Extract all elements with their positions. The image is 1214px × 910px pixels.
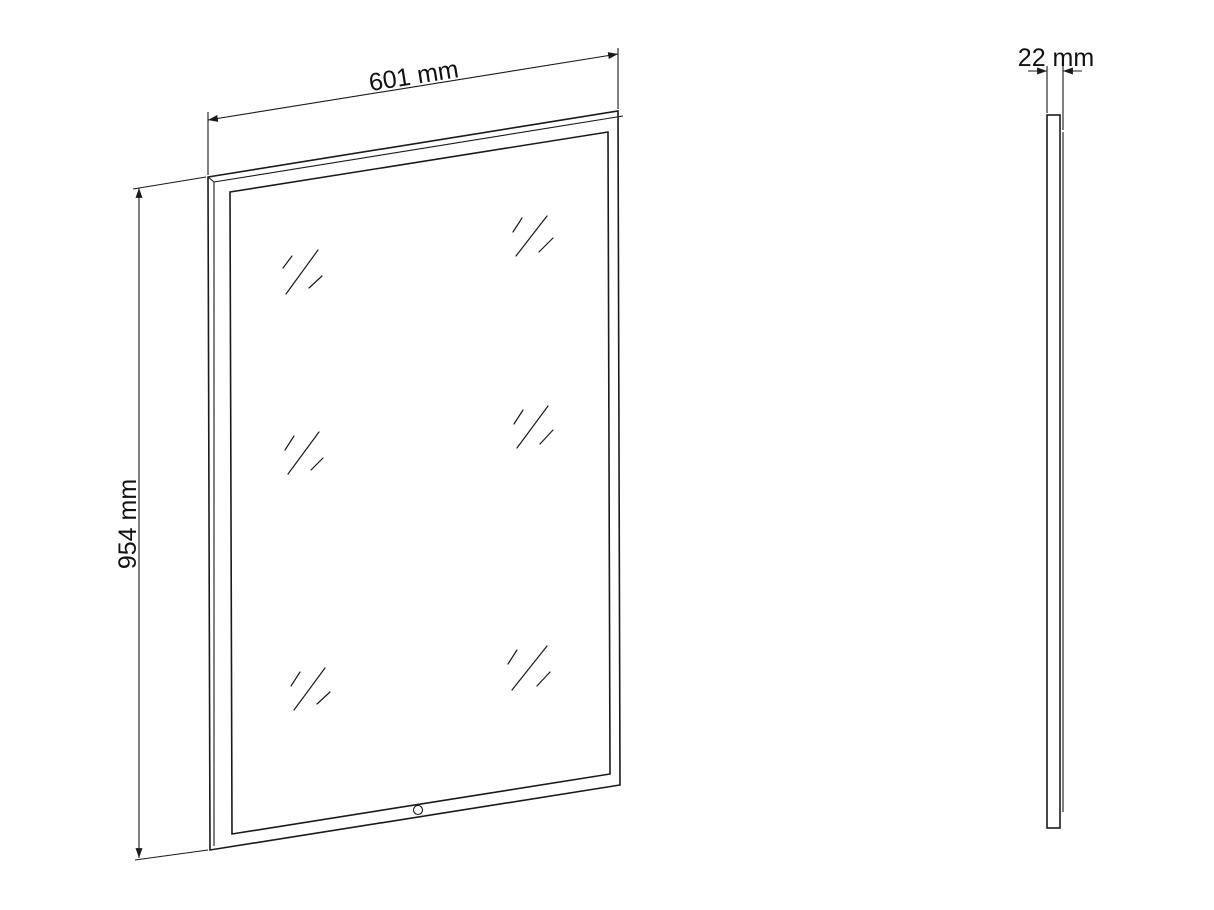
glint-mark-icon	[282, 249, 323, 295]
circle-switch-icon	[412, 804, 424, 816]
glint-mark-icon	[512, 215, 554, 257]
mirror-frame-top-edge	[213, 115, 624, 183]
mirror-front-view	[207, 110, 624, 851]
height-extension-top	[132, 176, 207, 190]
mirror-side-profile	[1046, 114, 1061, 829]
height-label: 954 mm	[114, 479, 142, 569]
glint-mark-icon	[284, 431, 324, 475]
height-extension-bottom	[134, 849, 209, 861]
width-label: 601 mm	[367, 55, 461, 97]
glint-mark-icon	[507, 645, 551, 691]
height-dimension: 954 mm	[114, 176, 209, 861]
glint-mark-icon	[290, 667, 331, 711]
mirror-glass	[229, 131, 611, 835]
mirror-side-view: 22 mm	[1018, 44, 1094, 829]
width-dimension-line	[207, 52, 619, 122]
depth-label: 22 mm	[1018, 44, 1094, 72]
glint-mark-icon	[513, 405, 554, 449]
